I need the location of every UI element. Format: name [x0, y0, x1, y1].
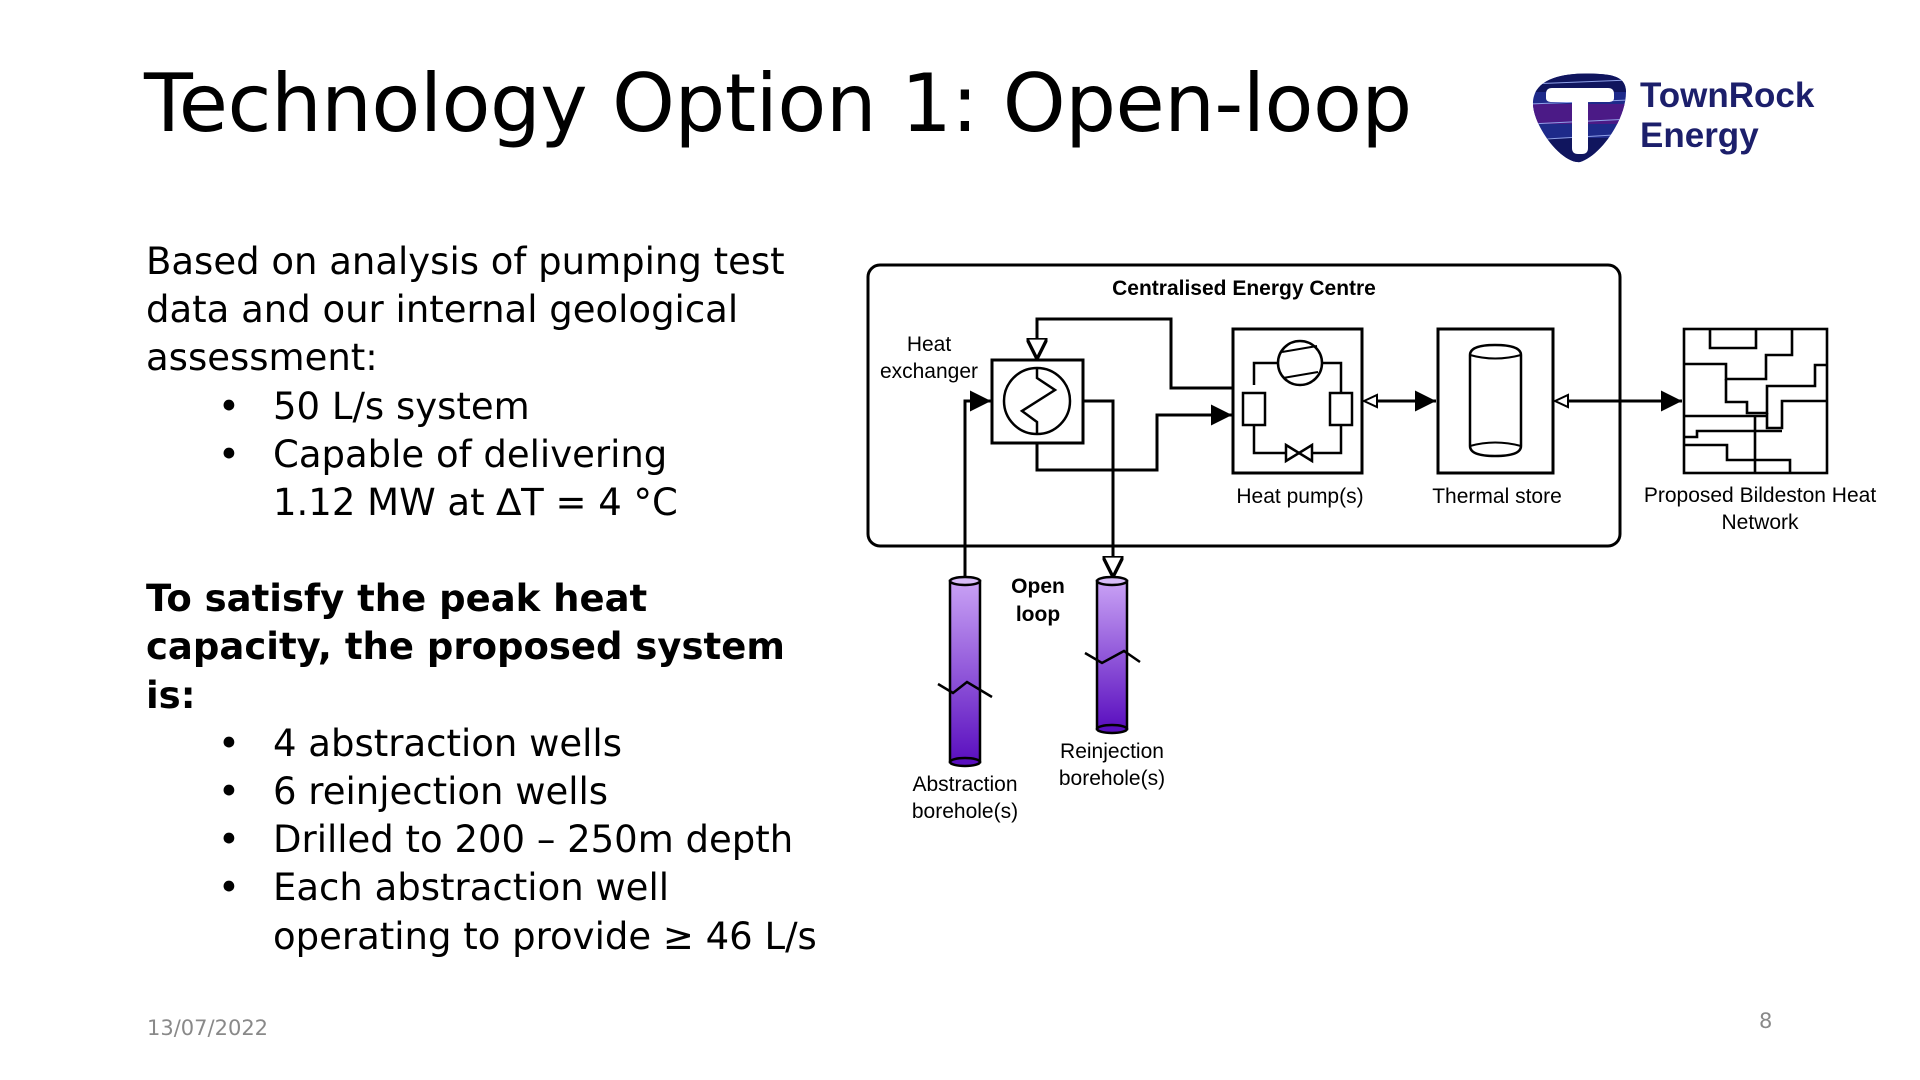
- townrock-shield-icon: [1532, 73, 1627, 163]
- proposal-heading: To satisfy the peak heat capacity, the p…: [146, 577, 785, 717]
- bullet-text: Capable of delivering 1.12 MW at ∆T = 4 …: [273, 432, 678, 525]
- heat-exchanger-icon: [990, 358, 1085, 445]
- abstraction-borehole-label: Abstraction: [912, 773, 1017, 796]
- pipe-hx-to-reinjection: [1083, 399, 1113, 577]
- energy-centre-label: Centralised Energy Centre: [1112, 277, 1376, 300]
- abstraction-borehole-label: borehole(s): [912, 800, 1018, 823]
- arrow-hollow-icon: [1361, 393, 1378, 409]
- heat-network-label: Proposed Bildeston Heat: [1644, 484, 1876, 507]
- heat-network-label: Network: [1721, 511, 1799, 534]
- open-loop-label: Open: [1011, 575, 1065, 598]
- pipe-hx-to-hp-top: [1037, 317, 1233, 390]
- bullet-text: 6 reinjection wells: [273, 770, 609, 814]
- heat-exchanger-label: Heat: [907, 333, 952, 356]
- bullet-text: Drilled to 200 – 250m depth: [273, 818, 794, 862]
- reinjection-borehole-label: borehole(s): [1059, 767, 1165, 790]
- proposal-bullet-list: • 4 abstraction wells • 6 reinjection well…: [146, 720, 846, 961]
- abstraction-borehole-icon: [937, 575, 993, 768]
- slide-number: 8: [1759, 1009, 1773, 1033]
- heat-exchanger-label: exchanger: [880, 360, 978, 383]
- bullet-item: • Each abstraction well operating to prov…: [146, 864, 853, 960]
- bullet-item: • Capable of delivering 1.12 MW at ∆T = 4…: [146, 431, 748, 527]
- bullet-text: 50 L/s system: [273, 384, 530, 428]
- pipe-hx-to-hp-bottom: [1035, 404, 1232, 472]
- reinjection-borehole-icon: [1084, 575, 1141, 735]
- bullet-icon: •: [218, 818, 240, 862]
- slide-date: 13/07/2022: [147, 1016, 269, 1040]
- heat-pump-icon: [1231, 327, 1364, 475]
- heat-network-icon: [1682, 327, 1829, 475]
- townrock-logo: TownRock Energy: [1530, 70, 1830, 166]
- bullet-icon: •: [218, 866, 240, 910]
- arrow-hollow-icon: [1552, 393, 1569, 409]
- pipe-abstraction-to-hx: [963, 390, 991, 578]
- thermal-store-icon: [1436, 327, 1555, 475]
- bullet-item: • 6 reinjection wells: [146, 768, 846, 816]
- energy-centre-box: [866, 263, 1622, 548]
- bullet-text: 4 abstraction wells: [273, 721, 622, 765]
- bullet-item: • 50 L/s system: [146, 383, 846, 431]
- bullet-item: • Drilled to 200 – 250m depth: [146, 816, 846, 864]
- intro-text: Based on analysis of pumping test data a…: [146, 240, 785, 380]
- bullet-icon: •: [218, 432, 240, 476]
- slide-body: Based on analysis of pumping test data a…: [146, 238, 846, 961]
- logo-text-line1: TownRock: [1640, 76, 1815, 115]
- thermal-store-label: Thermal store: [1432, 485, 1562, 508]
- logo-text-line2: Energy: [1640, 116, 1759, 155]
- bullet-text: Each abstraction well operating to provi…: [273, 866, 817, 958]
- bullet-icon: •: [218, 721, 240, 765]
- intro-bullet-list: • 50 L/s system • Capable of delivering 1.…: [146, 383, 846, 528]
- slide-title: Technology Option 1: Open-loop: [144, 57, 1412, 150]
- open-loop-label: loop: [1016, 603, 1060, 626]
- heat-pump-label: Heat pump(s): [1236, 485, 1363, 508]
- bullet-item: • 4 abstraction wells: [146, 720, 846, 768]
- bullet-icon: •: [218, 770, 240, 814]
- bullet-icon: •: [218, 384, 240, 428]
- reinjection-borehole-label: Reinjection: [1060, 740, 1164, 763]
